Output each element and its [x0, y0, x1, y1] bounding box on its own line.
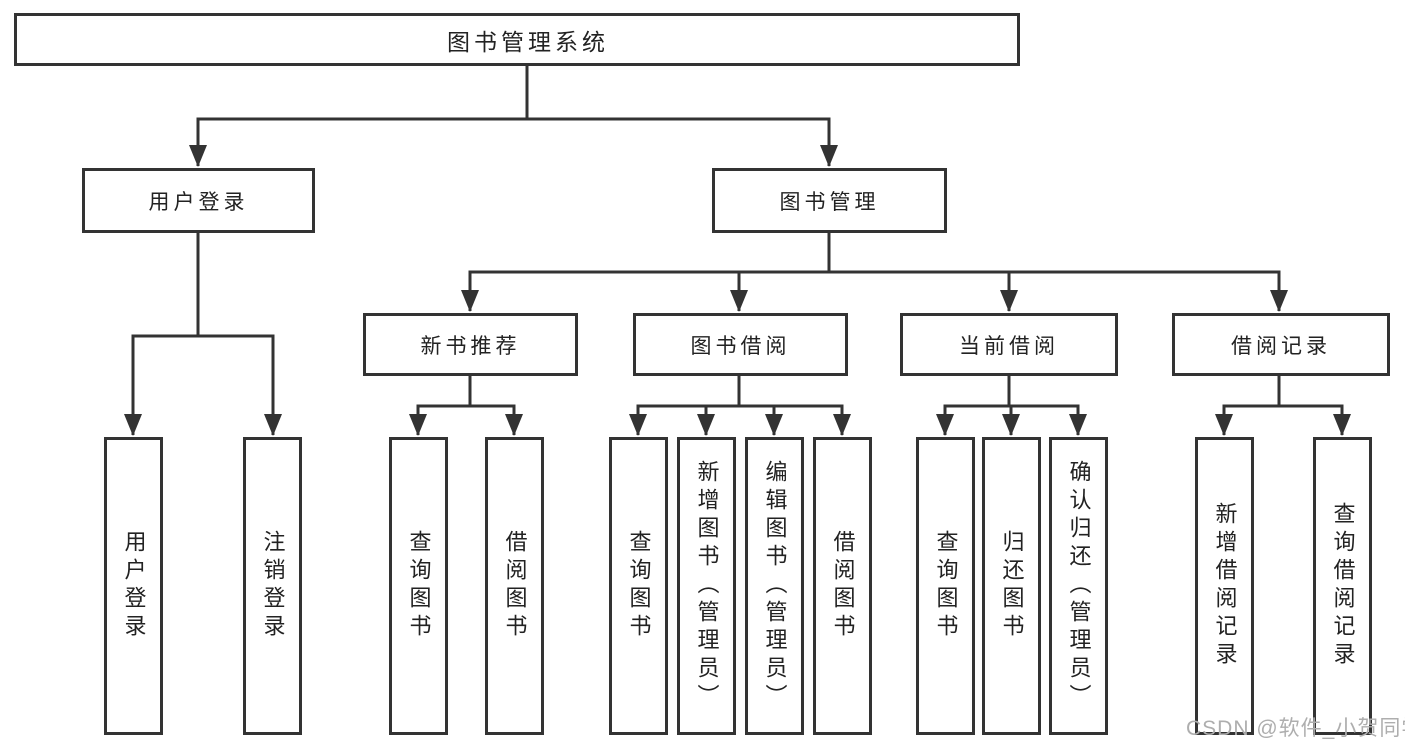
node-book-borrowing: 图书借阅	[633, 313, 848, 376]
leaf-query-borrow-record-label: 查询借阅记录	[1330, 502, 1356, 670]
node-library-system: 图书管理系统	[14, 13, 1020, 66]
leaf-add-borrow-record-label: 新增借阅记录	[1212, 502, 1238, 670]
connector-arrows	[124, 119, 1351, 436]
leaf-query-borrow-record: 查询借阅记录	[1313, 437, 1372, 735]
leaf-add-books-admin: 新增图书（管理员）	[677, 437, 736, 735]
leaf-borrowing-borrow-books-label: 借阅图书	[830, 530, 856, 642]
node-book-borrowing-label: 图书借阅	[690, 334, 791, 358]
node-book-management: 图书管理	[712, 168, 947, 233]
leaf-current-query-books-label: 查询图书	[933, 530, 959, 642]
leaf-confirm-return-admin: 确认归还（管理员）	[1049, 437, 1108, 735]
node-book-management-label: 图书管理	[779, 190, 880, 214]
node-current-borrowing: 当前借阅	[900, 313, 1118, 376]
leaf-recommend-borrow-books-label: 借阅图书	[502, 530, 528, 642]
leaf-borrowing-borrow-books: 借阅图书	[813, 437, 872, 735]
leaf-logout: 注销登录	[243, 437, 302, 735]
leaf-return-books: 归还图书	[982, 437, 1041, 735]
node-user-login: 用户登录	[82, 168, 315, 233]
leaf-confirm-return-admin-label: 确认归还（管理员）	[1066, 460, 1092, 712]
leaf-add-books-admin-label: 新增图书（管理员）	[694, 460, 720, 712]
leaf-user-login: 用户登录	[104, 437, 163, 735]
leaf-current-query-books: 查询图书	[916, 437, 975, 735]
leaf-recommend-query-books-label: 查询图书	[406, 530, 432, 642]
leaf-edit-books-admin: 编辑图书（管理员）	[745, 437, 804, 735]
node-new-book-recommend-label: 新书推荐	[420, 334, 521, 358]
csdn-watermark: CSDN @软件_小贺同学	[1186, 717, 1405, 740]
node-new-book-recommend: 新书推荐	[363, 313, 578, 376]
node-current-borrowing-label: 当前借阅	[959, 334, 1059, 358]
leaf-borrowing-query-books: 查询图书	[609, 437, 668, 735]
leaf-logout-label: 注销登录	[260, 530, 286, 642]
node-user-login-label: 用户登录	[148, 190, 249, 214]
leaf-recommend-query-books: 查询图书	[389, 437, 448, 735]
leaf-recommend-borrow-books: 借阅图书	[485, 437, 544, 735]
node-borrow-records: 借阅记录	[1172, 313, 1390, 376]
node-library-system-label: 图书管理系统	[447, 28, 609, 55]
leaf-return-books-label: 归还图书	[999, 530, 1025, 642]
leaf-edit-books-admin-label: 编辑图书（管理员）	[762, 460, 788, 712]
leaf-add-borrow-record: 新增借阅记录	[1195, 437, 1254, 735]
node-borrow-records-label: 借阅记录	[1231, 334, 1331, 358]
leaf-borrowing-query-books-label: 查询图书	[626, 530, 652, 642]
leaf-user-login-label: 用户登录	[121, 530, 147, 642]
